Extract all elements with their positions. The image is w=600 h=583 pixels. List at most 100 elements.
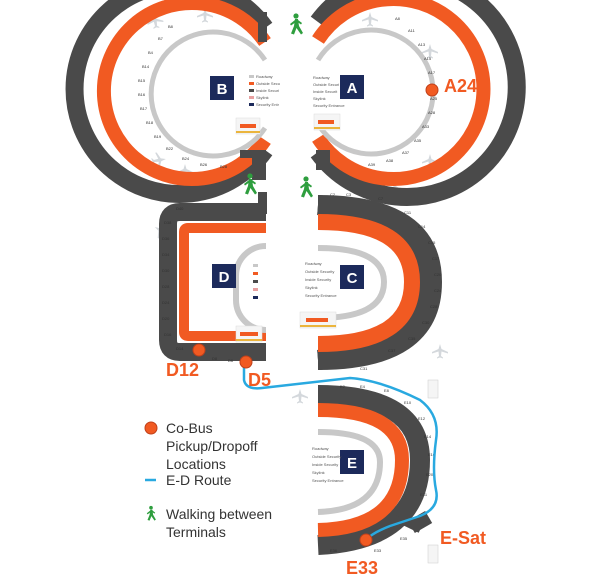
- svg-text:A11: A11: [408, 28, 416, 33]
- svg-text:Skylink: Skylink: [313, 96, 326, 101]
- svg-text:B17: B17: [140, 106, 148, 111]
- pickup-dot-a24: [425, 83, 439, 97]
- svg-text:A35: A35: [414, 138, 422, 143]
- callout-d12: D12: [166, 360, 199, 380]
- svg-text:Roadway: Roadway: [305, 261, 322, 266]
- svg-text:E2: E2: [340, 384, 346, 389]
- svg-text:Security Entrance: Security Entrance: [313, 103, 345, 108]
- svg-text:Security Entr: Security Entr: [256, 102, 280, 107]
- svg-text:Skylink: Skylink: [256, 95, 269, 100]
- svg-text:D28: D28: [162, 284, 170, 289]
- svg-text:C31: C31: [360, 366, 368, 371]
- svg-text:B19: B19: [154, 134, 162, 139]
- svg-text:E12: E12: [418, 416, 426, 421]
- svg-text:A8: A8: [395, 16, 401, 21]
- svg-text:C17: C17: [432, 256, 440, 261]
- svg-text:B22: B22: [166, 146, 174, 151]
- svg-text:B4: B4: [148, 50, 154, 55]
- e-d-route-line: [242, 362, 438, 541]
- svg-text:E4: E4: [360, 384, 366, 389]
- svg-text:A28: A28: [428, 110, 436, 115]
- svg-text:Outside Security: Outside Security: [305, 269, 334, 274]
- svg-text:A25: A25: [430, 96, 438, 101]
- svg-text:C11: C11: [404, 210, 412, 215]
- terminal-e-label: E: [347, 455, 357, 472]
- svg-text:C14: C14: [418, 224, 426, 229]
- terminal-b-label: B: [217, 81, 228, 98]
- svg-text:D30: D30: [162, 268, 170, 273]
- svg-text:A39: A39: [368, 162, 376, 167]
- svg-text:A13: A13: [418, 42, 426, 47]
- svg-text:B24: B24: [182, 156, 190, 161]
- svg-text:C7: C7: [378, 196, 384, 201]
- legend-cobus-label: Co-Bus Pickup/Dropoff Locations: [166, 420, 258, 472]
- svg-text:E31: E31: [420, 492, 428, 497]
- svg-text:Inside Securi: Inside Securi: [256, 88, 279, 93]
- svg-text:B14: B14: [142, 64, 150, 69]
- legend-pickup-icon: [144, 421, 158, 435]
- pickup-dot-d5: [239, 355, 253, 369]
- svg-text:A37: A37: [402, 150, 410, 155]
- callout-esat: E-Sat: [440, 528, 486, 548]
- svg-text:A15: A15: [424, 56, 432, 61]
- terminal-d-label: D: [219, 269, 230, 286]
- svg-text:D34: D34: [162, 252, 170, 257]
- legend-route-label: E-D Route: [166, 472, 232, 488]
- terminal-c: Roadway Outside Security Inside Security…: [299, 192, 442, 371]
- svg-text:D20: D20: [162, 316, 170, 321]
- svg-text:B18: B18: [146, 120, 154, 125]
- svg-text:D38: D38: [164, 220, 172, 225]
- svg-text:Skylink: Skylink: [305, 285, 318, 290]
- svg-text:C37: C37: [388, 348, 396, 353]
- svg-text:A33: A33: [422, 124, 430, 129]
- svg-text:C28: C28: [430, 304, 438, 309]
- svg-text:E35: E35: [400, 536, 408, 541]
- pickup-dot-e33: [359, 533, 373, 547]
- callout-a24: A24: [444, 76, 477, 96]
- svg-text:D14: D14: [176, 346, 184, 351]
- svg-text:Outside Secu: Outside Secu: [256, 81, 280, 86]
- svg-text:E33: E33: [374, 548, 382, 553]
- svg-text:Inside Security: Inside Security: [305, 277, 331, 282]
- svg-text:B8: B8: [168, 24, 174, 29]
- svg-text:D40: D40: [176, 206, 184, 211]
- svg-text:C3: C3: [346, 192, 352, 197]
- svg-text:Security Entrance: Security Entrance: [312, 478, 344, 483]
- svg-text:C15: C15: [428, 240, 436, 245]
- svg-text:D36: D36: [162, 236, 170, 241]
- svg-text:Inside Securit: Inside Securit: [313, 89, 338, 94]
- svg-text:C20: C20: [434, 272, 442, 277]
- svg-text:A17: A17: [428, 70, 436, 75]
- svg-text:E14: E14: [424, 434, 432, 439]
- svg-text:Roadway: Roadway: [256, 74, 273, 79]
- svg-text:E20: E20: [426, 472, 434, 477]
- svg-text:E10: E10: [404, 400, 412, 405]
- svg-text:Outside Security: Outside Security: [312, 454, 341, 459]
- svg-text:B15: B15: [138, 78, 146, 83]
- legend-walking-icon: [146, 505, 156, 521]
- svg-text:B26: B26: [200, 162, 208, 167]
- svg-text:Skylink: Skylink: [312, 470, 325, 475]
- svg-text:D6: D6: [228, 358, 234, 363]
- svg-text:Roadway: Roadway: [312, 446, 329, 451]
- svg-text:Roadway: Roadway: [313, 75, 330, 80]
- terminal-a: Roadway Outside Securi Inside Securit Sk…: [310, 0, 526, 206]
- svg-text:E36: E36: [330, 548, 338, 553]
- svg-text:B28: B28: [220, 164, 228, 169]
- walking-person-icon-ac: [300, 176, 313, 198]
- svg-text:D8: D8: [212, 356, 218, 361]
- svg-text:D24: D24: [162, 300, 170, 305]
- svg-text:Outside Securi: Outside Securi: [313, 82, 339, 87]
- svg-text:B7: B7: [158, 36, 164, 41]
- pickup-dot-d12: [192, 343, 206, 357]
- svg-text:E16: E16: [428, 452, 436, 457]
- svg-text:C30: C30: [422, 320, 430, 325]
- walking-person-icon-ab: [290, 13, 303, 35]
- svg-text:C2: C2: [330, 192, 336, 197]
- svg-text:C24: C24: [434, 288, 442, 293]
- svg-text:A38: A38: [386, 158, 394, 163]
- terminal-a-label: A: [347, 80, 358, 97]
- svg-text:B16: B16: [138, 92, 146, 97]
